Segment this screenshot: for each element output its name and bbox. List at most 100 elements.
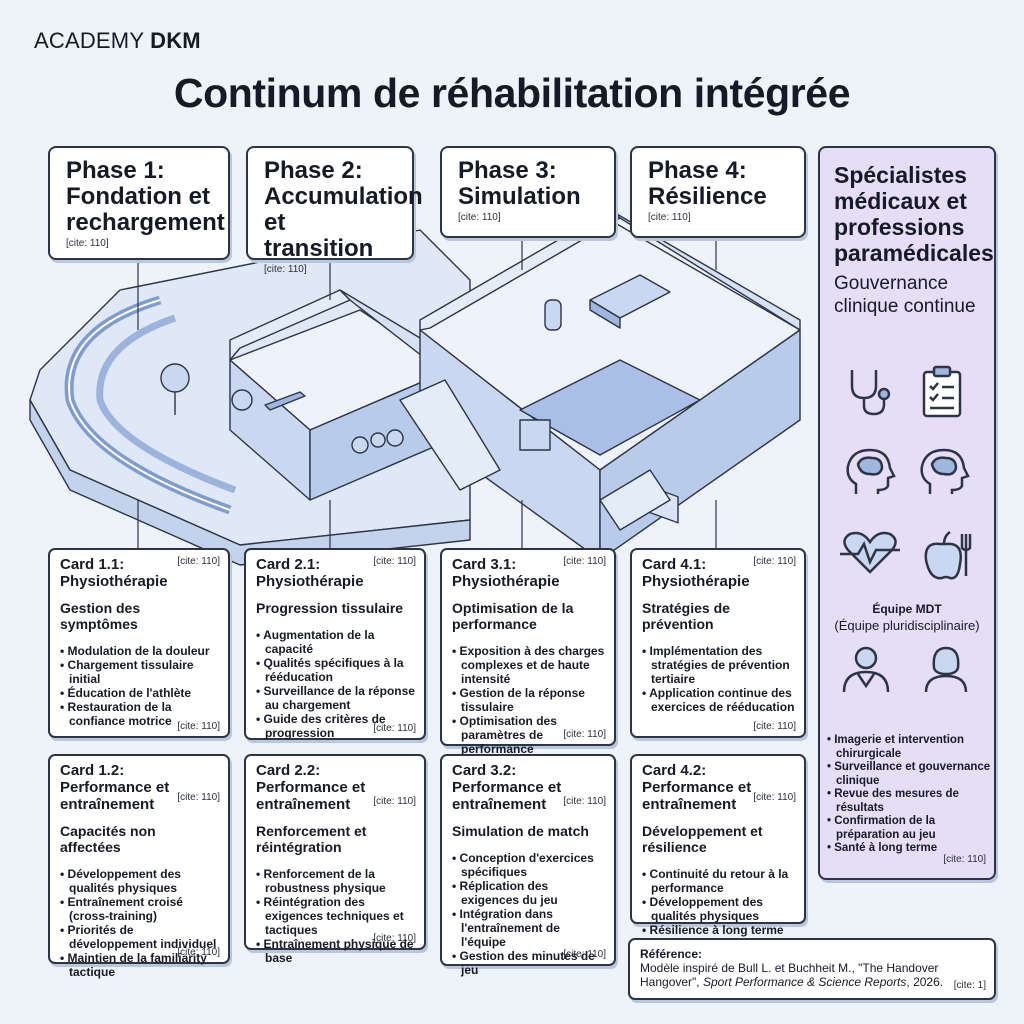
citation: [cite: 110] bbox=[373, 723, 416, 734]
card-2-1: [cite: 110] Card 2.1: Physiothérapie Pro… bbox=[244, 548, 426, 740]
citation: [cite: 110] bbox=[66, 238, 109, 249]
specialists-subtitle: Gouvernance clinique continue bbox=[834, 273, 976, 317]
card-title: Card 1.2: Performance et entraînement bbox=[60, 762, 170, 813]
list-item: Chargement tissulaire initial bbox=[68, 658, 220, 686]
specialists-list: Imagerie et intervention chirurgicale Su… bbox=[826, 734, 996, 856]
list-item: Application continue des exercices de ré… bbox=[649, 686, 796, 714]
citation: [cite: 110] bbox=[563, 556, 606, 567]
card-subtitle: Capacités non affectées bbox=[60, 823, 156, 855]
citation: [cite: 110] bbox=[458, 212, 501, 223]
reference-box: Référence: Modèle inspiré de Bull L. et … bbox=[628, 938, 996, 1000]
list-item: Guide des critères de progression bbox=[264, 712, 416, 740]
phase-4-box: Phase 4: Résilience [cite: 110] bbox=[630, 146, 806, 238]
citation: [cite: 110] bbox=[563, 729, 606, 740]
list-item: Entraînement physique de base bbox=[264, 937, 416, 965]
card-subtitle: Renforcement et réintégration bbox=[256, 823, 367, 855]
phase-2-box: Phase 2: Accumulation et transition [cit… bbox=[246, 146, 423, 275]
list-item: Revue des mesures de résultats bbox=[834, 788, 996, 815]
card-list: Continuité du retour à la performance Dé… bbox=[642, 867, 796, 937]
citation: [cite: 110] bbox=[177, 947, 220, 958]
brain-head-icon bbox=[846, 448, 896, 494]
brand-logo: ACADEMY DKM bbox=[34, 28, 201, 53]
list-item: Conception d'exercices spécifiques bbox=[460, 851, 606, 879]
citation: [cite: 110] bbox=[177, 721, 220, 732]
list-item: Éducation de l'athlète bbox=[68, 686, 220, 700]
list-item: Réintégration des exigences techniques e… bbox=[264, 895, 416, 937]
citation: [cite: 110] bbox=[264, 264, 307, 275]
doctor-icon bbox=[842, 646, 890, 693]
phase-3-box: Phase 3: Simulation [cite: 110] bbox=[440, 146, 616, 238]
phase-title: Phase 1: Fondation et rechargement bbox=[66, 157, 225, 236]
list-item: Continuité du retour à la performance bbox=[650, 867, 796, 895]
card-title: Card 3.2: Performance et entraînement bbox=[452, 762, 562, 813]
citation: [cite: 110] bbox=[753, 556, 796, 567]
list-item: Renforcement de la robustness physique bbox=[264, 867, 416, 895]
card-list: Modulation de la douleur Chargement tiss… bbox=[60, 644, 220, 728]
list-item: Intégration dans l'entraînement de l'équ… bbox=[460, 907, 606, 949]
specialists-panel: Spécialistes médicaux et professions par… bbox=[818, 146, 996, 880]
card-title: Card 4.2: Performance et entraînement bbox=[642, 762, 752, 813]
citation: [cite: 110] bbox=[943, 854, 986, 865]
reference-text: Modèle inspiré de Bull L. et Buchheit M.… bbox=[640, 961, 944, 989]
card-list: Augmentation de la capacité Qualités spé… bbox=[256, 628, 416, 740]
card-3-2: Card 3.2: Performance et entraînement [c… bbox=[440, 754, 616, 977]
mdt-full-label: (Équipe pluridisciplinaire) bbox=[834, 618, 980, 633]
card-list: Développement des qualités physiques Ent… bbox=[60, 867, 220, 979]
citation: [cite: 110] bbox=[177, 792, 220, 803]
card-subtitle: Gestion des symptômes bbox=[60, 600, 141, 632]
mdt-label: Équipe MDT bbox=[872, 602, 942, 616]
clipboard-icon bbox=[922, 365, 962, 418]
card-subtitle: Optimisation de la performance bbox=[452, 600, 574, 632]
citation: [cite: 110] bbox=[373, 933, 416, 944]
card-subtitle: Progression tissulaire bbox=[256, 600, 404, 616]
card-title: Card 4.1: Physiothérapie bbox=[642, 556, 750, 590]
citation: [cite: 110] bbox=[563, 949, 606, 960]
list-item: Surveillance de la réponse au chargement bbox=[264, 684, 416, 712]
page-title: Continum de réhabilitation intégrée bbox=[173, 70, 851, 116]
list-item: Imagerie et intervention chirurgicale bbox=[834, 734, 996, 761]
card-4-1: [cite: 110] Card 4.1: Physiothérapie Str… bbox=[630, 548, 806, 738]
citation: [cite: 110] bbox=[753, 792, 796, 803]
citation: [cite: 110] bbox=[648, 212, 691, 223]
card-list: Implémentation des stratégies de prévent… bbox=[642, 644, 796, 714]
card-1-1: [cite: 110] Card 1.1: Physiothérapie Ges… bbox=[48, 548, 230, 738]
specialists-title: Spécialistes médicaux et professions par… bbox=[834, 162, 994, 266]
list-item: Gestion de la réponse tissulaire bbox=[460, 686, 606, 714]
phase-title: Phase 3: Simulation bbox=[458, 157, 581, 210]
list-item: Confirmation de la préparation au jeu bbox=[834, 815, 996, 842]
list-item: Réplication des exigences du jeu bbox=[460, 879, 606, 907]
phase-1-box: Phase 1: Fondation et rechargement [cite… bbox=[48, 146, 230, 260]
list-item: Résilience à long terme bbox=[650, 923, 796, 937]
card-title: Card 2.1: Physiothérapie bbox=[256, 556, 364, 590]
brain-head-icon bbox=[920, 448, 970, 494]
list-item: Gestion des minutes de jeu bbox=[460, 949, 606, 977]
list-item: Restauration de la confiance motrice bbox=[68, 700, 220, 728]
card-4-2: Card 4.2: Performance et entraînement [c… bbox=[630, 754, 806, 937]
list-item: Priorités de développement individuel bbox=[68, 923, 220, 951]
list-item: Maintien de la familiarity tactique bbox=[68, 951, 220, 979]
citation: [cite: 110] bbox=[177, 556, 220, 567]
list-item: Surveillance et gouvernance clinique bbox=[834, 761, 996, 788]
card-list: Exposition à des charges complexes et de… bbox=[452, 644, 606, 756]
card-list: Renforcement de la robustness physique R… bbox=[256, 867, 416, 965]
citation: [cite: 110] bbox=[373, 796, 416, 807]
list-item: Qualités spécifiques à la rééducation bbox=[264, 656, 416, 684]
list-item: Optimisation des paramètres de performan… bbox=[460, 714, 606, 756]
stethoscope-icon bbox=[850, 370, 891, 416]
list-item: Santé à long terme bbox=[834, 842, 996, 856]
citation: [cite: 1] bbox=[953, 980, 986, 991]
apple-icon bbox=[924, 530, 972, 580]
citation: [cite: 110] bbox=[373, 556, 416, 567]
list-item: Entraînement croisé (cross-training) bbox=[68, 895, 220, 923]
citation: [cite: 110] bbox=[753, 721, 796, 732]
card-3-1: [cite: 110] Card 3.1: Physiothérapie Opt… bbox=[440, 548, 616, 756]
card-title: Card 1.1: Physiothérapie bbox=[60, 556, 168, 590]
nurse-icon bbox=[924, 646, 968, 693]
heartbeat-icon bbox=[840, 531, 900, 574]
card-subtitle: Développement et résilience bbox=[642, 823, 763, 855]
card-title: Card 2.2: Performance et entraînement bbox=[256, 762, 366, 813]
card-1-2: Card 1.2: Performance et entraînement [c… bbox=[48, 754, 230, 979]
card-subtitle: Stratégies de prévention bbox=[642, 600, 730, 632]
card-subtitle: Simulation de match bbox=[452, 823, 589, 839]
